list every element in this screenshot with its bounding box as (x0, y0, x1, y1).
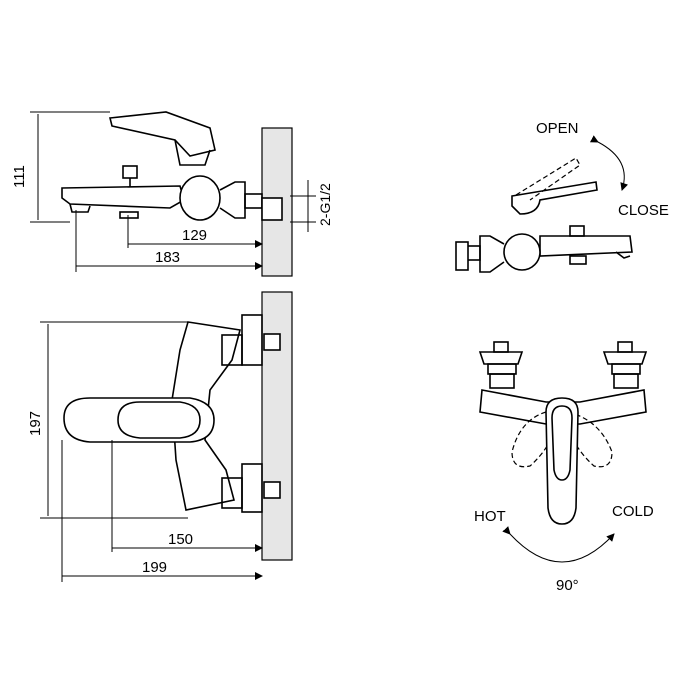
lever-closed-position (511, 181, 598, 215)
top-handle-inner (117, 401, 201, 439)
side-view: 111 129 183 2-G1/2 (11, 111, 333, 277)
hot-cold-lever (545, 397, 579, 525)
rotation-arrow (502, 526, 615, 563)
dim-199-label: 199 (142, 559, 167, 576)
hot-cold-view: HOT COLD 90° (474, 341, 654, 594)
thread-label: 2-G1/2 (317, 183, 333, 226)
right-cartridge (503, 233, 541, 271)
side-lever (109, 111, 216, 157)
angle-label: 90° (556, 577, 579, 594)
top-view: 197 150 199 (27, 291, 293, 582)
open-label: OPEN (536, 120, 579, 137)
hot-label: HOT (474, 508, 506, 525)
cold-label: COLD (612, 503, 654, 520)
open-close-arrow (589, 135, 629, 191)
wall-section-top (261, 291, 293, 561)
top-body (171, 321, 242, 511)
side-outlet (119, 211, 139, 219)
side-spout-tip (69, 203, 91, 213)
dim-197-label: 197 (27, 411, 44, 436)
close-label: CLOSE (618, 202, 669, 219)
side-cartridge (179, 175, 221, 221)
dim-150-label: 150 (168, 531, 193, 548)
lever-open-position (515, 157, 581, 201)
dim-183-label: 183 (155, 249, 180, 266)
open-close-view: OPEN CLOSE (455, 120, 669, 273)
side-lever-neck (174, 139, 211, 166)
side-diverter (122, 165, 138, 179)
lever-hot-position (511, 411, 557, 468)
dim-111-label: 111 (11, 165, 28, 188)
side-connector (219, 181, 246, 219)
side-spout (61, 185, 185, 209)
dim-129-label: 129 (182, 227, 207, 244)
top-inlet-upper (263, 333, 281, 351)
lever-cold-position (567, 411, 613, 468)
top-inlet-lower (263, 481, 281, 499)
